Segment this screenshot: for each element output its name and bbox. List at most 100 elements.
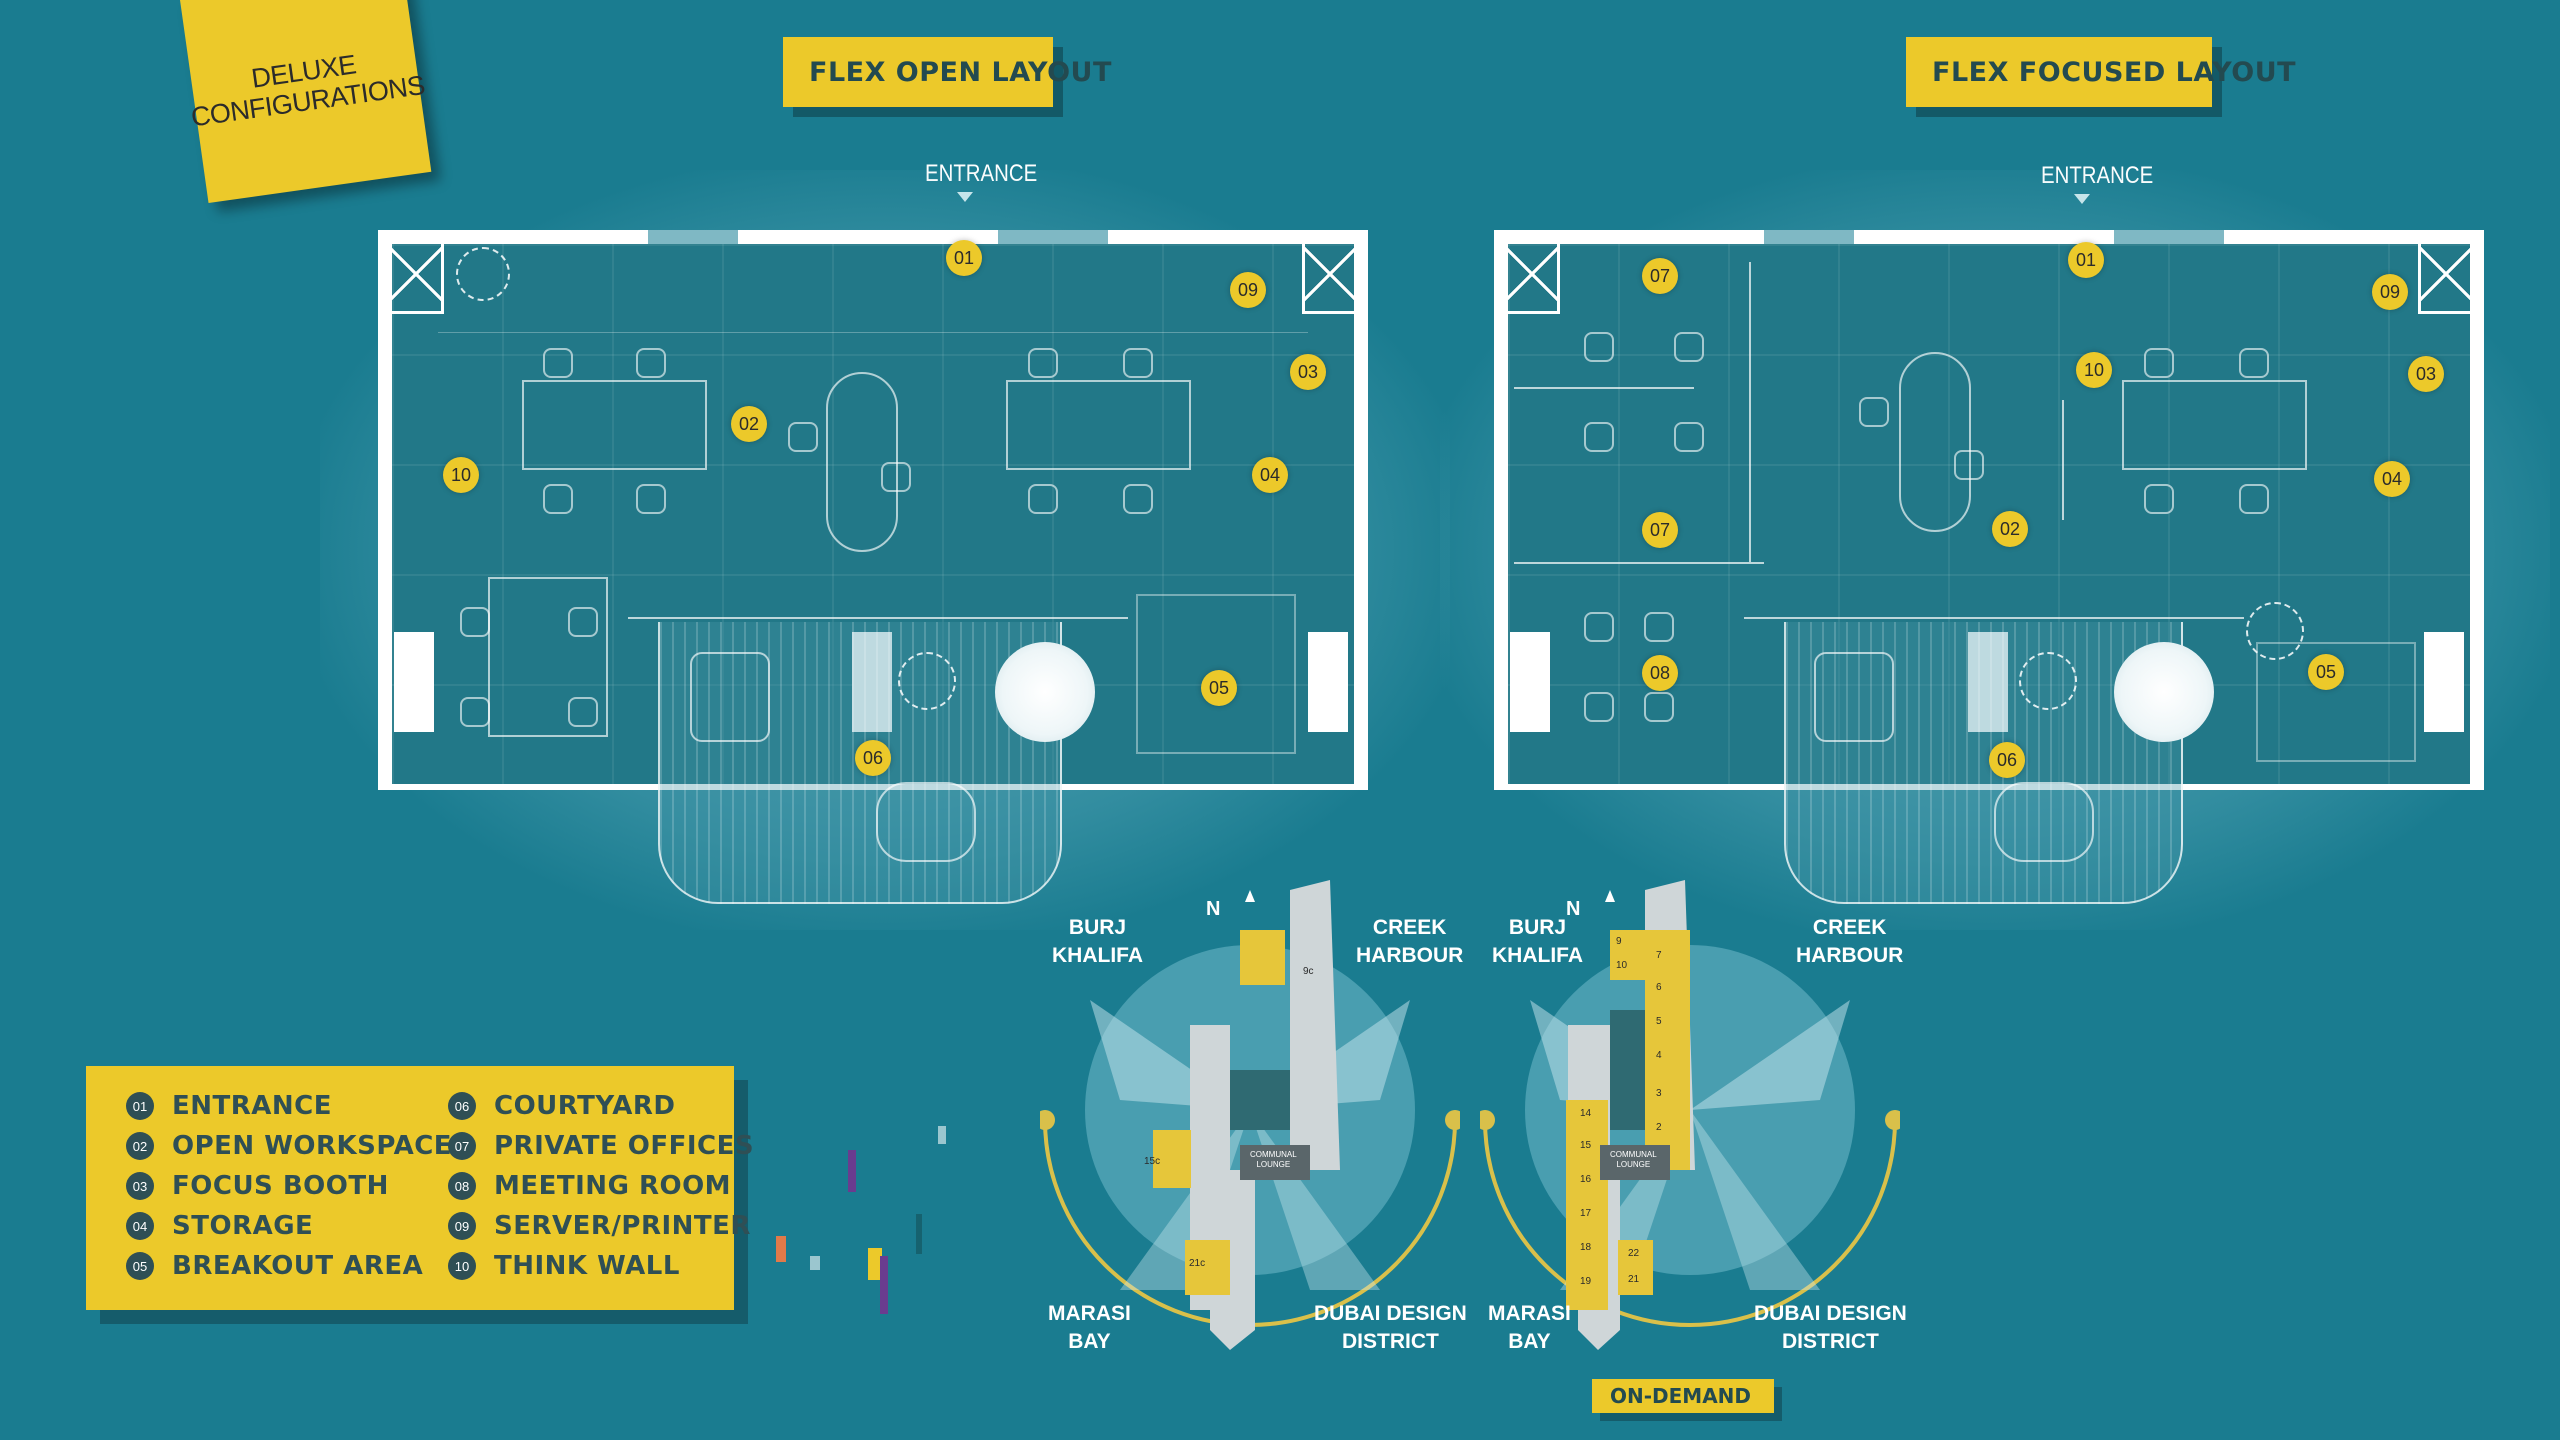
wall-line	[1514, 387, 1694, 389]
direction-line: DISTRICT	[1342, 1330, 1439, 1353]
unit-label: 6	[1656, 982, 1662, 993]
chair	[636, 484, 666, 514]
unit-label: 14	[1580, 1108, 1592, 1119]
umbrella	[995, 642, 1095, 742]
desk-cluster	[488, 577, 608, 737]
chair	[1028, 484, 1058, 514]
chair	[636, 348, 666, 378]
direction-line: DISTRICT	[1782, 1330, 1879, 1353]
units-south	[1618, 1240, 1653, 1295]
outdoor-table	[1994, 782, 2094, 862]
north-label: N	[1206, 898, 1221, 920]
unit-15c	[1153, 1130, 1191, 1188]
direction-line: BAY	[1508, 1330, 1551, 1353]
chair	[2239, 484, 2269, 514]
site-plan-1: N BURJ KHALIFA CREEK HARBOUR MARASI BAY …	[1040, 870, 1467, 1370]
north-label: N	[1566, 898, 1581, 920]
chair	[788, 422, 818, 452]
direction-line: BURJ	[1508, 916, 1567, 939]
entrance-arrow-icon	[2074, 194, 2090, 204]
chair	[460, 607, 490, 637]
chair	[1674, 332, 1704, 362]
wall-line	[628, 617, 1128, 619]
marker-08: 08	[1642, 655, 1678, 691]
marker-06: 06	[1989, 742, 2025, 778]
sun-arc	[1483, 1119, 1897, 1327]
marker-06: 06	[855, 740, 891, 776]
marker-04: 04	[1252, 457, 1288, 493]
north-arrow-icon	[1605, 890, 1615, 902]
window	[648, 230, 738, 244]
marker-07: 07	[1642, 258, 1678, 294]
direction-line: DUBAI DESIGN	[1314, 1302, 1467, 1325]
building-wing	[1210, 1170, 1255, 1350]
legend-label: SERVER/PRINTER	[494, 1211, 751, 1241]
sun-icon	[1480, 1110, 1495, 1130]
plan-title-open-label: FLEX OPEN LAYOUT	[809, 56, 1112, 88]
legend-label: PRIVATE OFFICES	[494, 1131, 755, 1161]
units-east	[1645, 930, 1690, 1170]
unit-label: 9c	[1303, 966, 1314, 977]
pillar	[852, 632, 892, 732]
unit-label: 19	[1580, 1276, 1592, 1287]
chair	[1644, 612, 1674, 642]
unit-21c	[1185, 1240, 1230, 1295]
building-core	[1230, 1070, 1290, 1130]
pillar	[1510, 632, 1550, 732]
chair	[568, 697, 598, 727]
chair	[1584, 422, 1614, 452]
chair	[1028, 348, 1058, 378]
direction-line: MARASI	[1048, 1302, 1131, 1325]
unit-label: 15c	[1144, 1156, 1161, 1167]
marker-01: 01	[946, 240, 982, 276]
marker-02: 02	[731, 406, 767, 442]
pillar	[394, 632, 434, 732]
direction-burj-khalifa: BURJ KHALIFA	[1052, 914, 1143, 970]
pillar	[1308, 632, 1348, 732]
legend-label: COURTYARD	[494, 1091, 676, 1121]
glitch-artifact	[938, 1126, 946, 1144]
legend-number: 06	[448, 1092, 476, 1120]
breakout-area	[2256, 642, 2416, 762]
marker-05: 05	[2308, 654, 2344, 690]
units-north	[1610, 930, 1645, 980]
direction-line: BAY	[1068, 1330, 1111, 1353]
desk-cluster	[522, 380, 707, 470]
lounge-line: COMMUNAL	[1610, 1150, 1657, 1159]
communal-lounge-label: COMMUNAL LOUNGE	[1610, 1150, 1657, 1170]
direction-marasi-bay: MARASI BAY	[1048, 1300, 1131, 1356]
entrance-label-open: ENTRANCE	[925, 160, 1037, 188]
marker-03: 03	[2408, 356, 2444, 392]
wall-line	[1514, 562, 1764, 564]
legend-label: MEETING ROOM	[494, 1171, 732, 1201]
lounge-line: LOUNGE	[1616, 1160, 1651, 1169]
chair	[1123, 348, 1153, 378]
sun-icon	[1040, 1110, 1055, 1130]
legend-item: 06 COURTYARD	[448, 1086, 754, 1126]
unit-label: 18	[1580, 1242, 1592, 1253]
legend-number: 04	[126, 1212, 154, 1240]
legend-number: 03	[126, 1172, 154, 1200]
site-plan-2-graphic	[1480, 880, 1900, 1350]
floor-plan-focused: 01 02 03 04 05 06 07 07 08 09 10	[1494, 222, 2484, 904]
legend-label: OPEN WORKSPACE	[172, 1131, 453, 1161]
plan-title-focused-label: FLEX FOCUSED LAYOUT	[1932, 56, 2297, 88]
glitch-artifact	[880, 1256, 888, 1314]
communal-lounge	[1600, 1145, 1670, 1180]
direction-line: KHALIFA	[1492, 944, 1583, 967]
chair	[2144, 348, 2174, 378]
unit-label: 5	[1656, 1016, 1662, 1027]
unit-9c	[1240, 930, 1285, 985]
shaft-left	[1504, 234, 1560, 314]
glitch-artifact	[848, 1150, 856, 1192]
direction-dubai-design-district: DUBAI DESIGN DISTRICT	[1314, 1300, 1467, 1356]
glitch-artifact	[810, 1256, 820, 1270]
units-west	[1566, 1100, 1608, 1310]
